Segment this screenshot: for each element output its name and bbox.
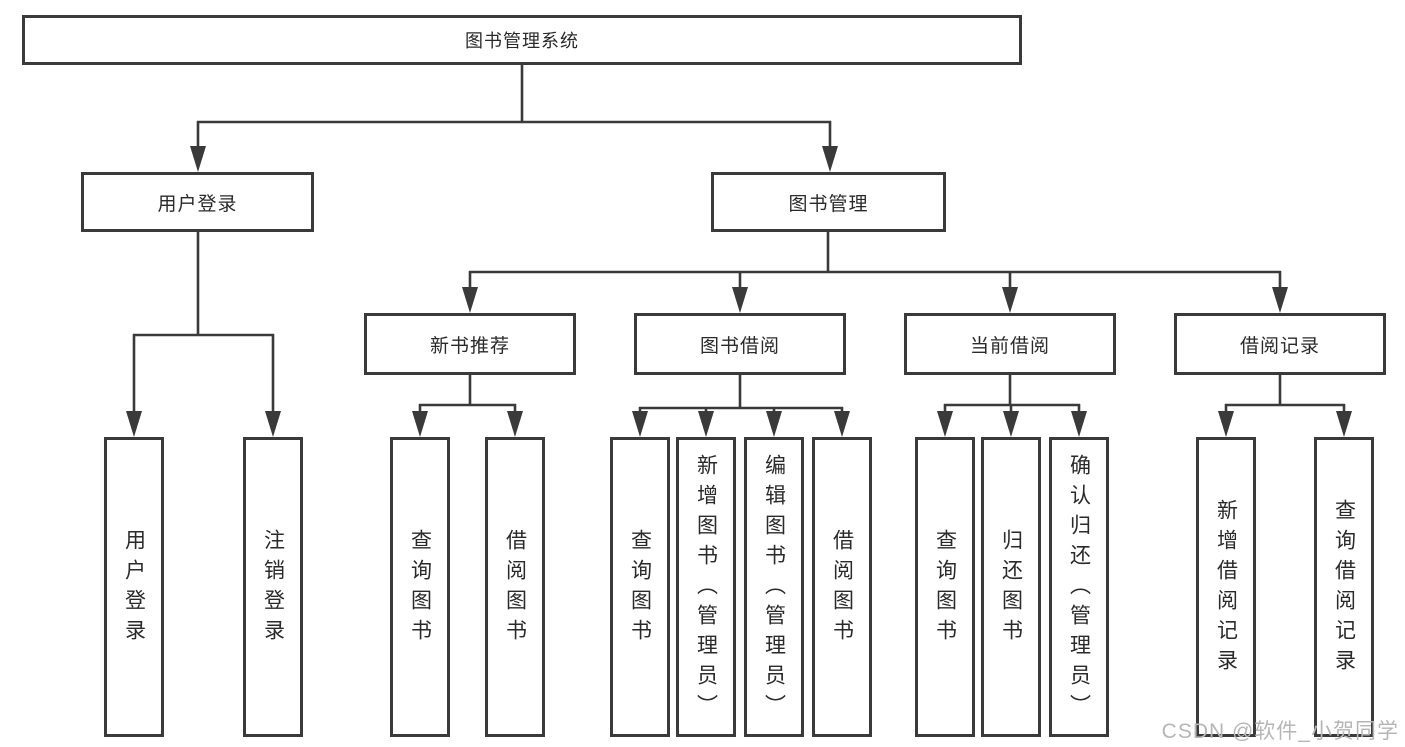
node-book-management: 图书管理 xyxy=(711,172,946,232)
leaf-query-books-borrowing: 查询图书 xyxy=(610,437,670,737)
node-new-book-recommend: 新书推荐 xyxy=(364,313,576,375)
leaf-borrow-books-recommend: 借阅图书 xyxy=(485,437,545,737)
leaf-query-borrow-record: 查询借阅记录 xyxy=(1314,437,1374,737)
node-borrowing-records: 借阅记录 xyxy=(1174,313,1386,375)
leaf-confirm-return-admin: 确认归还（管理员） xyxy=(1049,437,1109,737)
node-library-management-system: 图书管理系统 xyxy=(22,15,1022,65)
leaf-add-books-admin: 新增图书（管理员） xyxy=(676,437,736,737)
leaf-query-books-current: 查询图书 xyxy=(915,437,975,737)
leaf-borrow-books: 借阅图书 xyxy=(812,437,872,737)
leaf-logout: 注销登录 xyxy=(243,437,303,737)
leaf-return-books: 归还图书 xyxy=(981,437,1041,737)
leaf-edit-books-admin: 编辑图书（管理员） xyxy=(744,437,804,737)
arrowheads xyxy=(126,146,1352,437)
node-user-login-branch: 用户登录 xyxy=(81,172,314,232)
node-current-borrowing: 当前借阅 xyxy=(904,313,1116,375)
leaf-add-borrow-record: 新增借阅记录 xyxy=(1196,437,1256,737)
node-book-borrowing: 图书借阅 xyxy=(634,313,846,375)
leaf-query-books-recommend: 查询图书 xyxy=(390,437,450,737)
leaf-user-login: 用户登录 xyxy=(104,437,164,737)
